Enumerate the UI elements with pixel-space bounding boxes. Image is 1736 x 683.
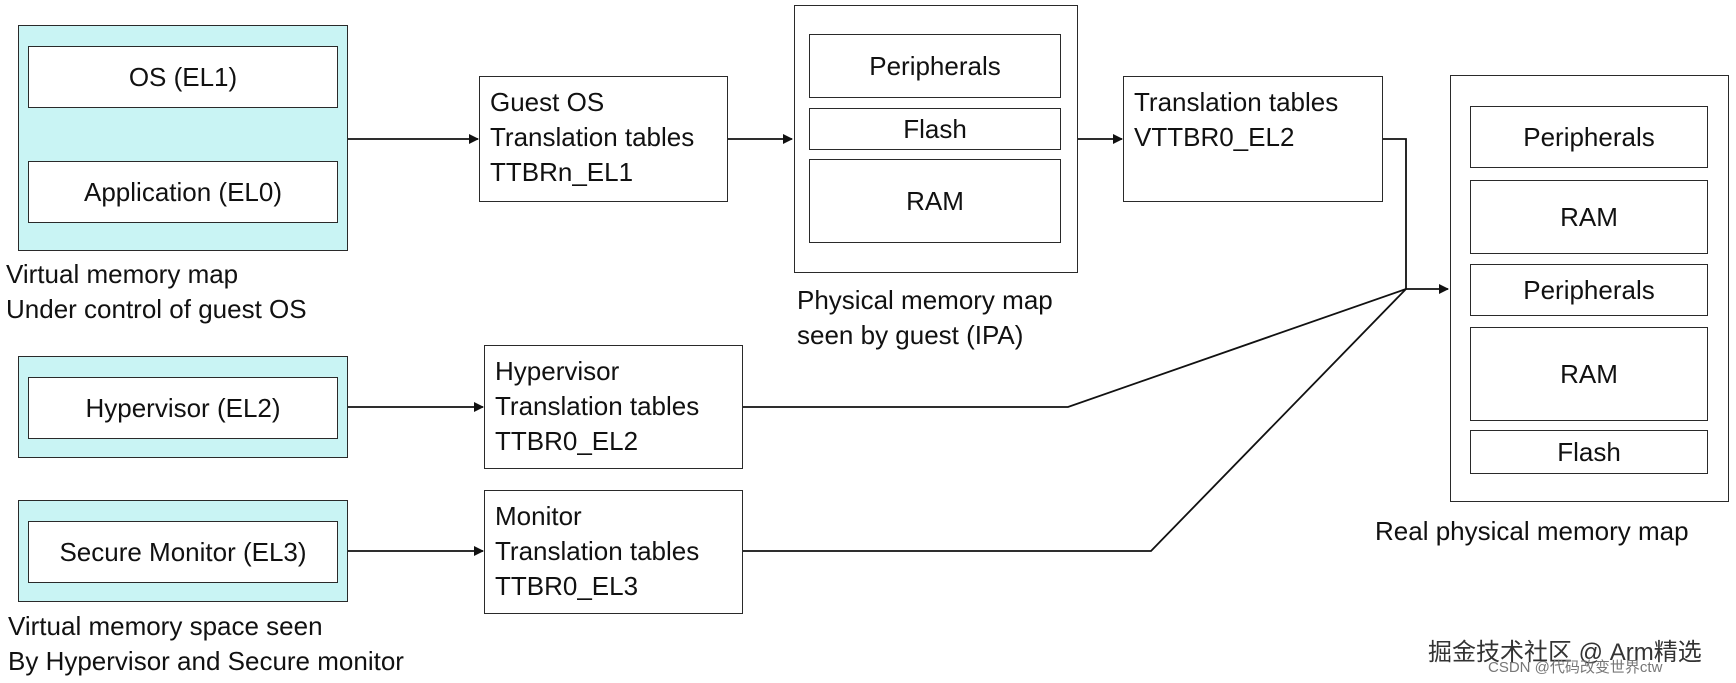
- guest-virtual-caption: Virtual memory map Under control of gues…: [6, 257, 307, 327]
- tables-line: Translation tables: [1134, 87, 1339, 117]
- tables-line: Translation tables: [495, 536, 700, 566]
- tables-line: TTBR0_EL2: [495, 426, 639, 456]
- line-mon-tables-to-junction: [743, 288, 1407, 552]
- tables-line: TTBRn_EL1: [490, 157, 634, 187]
- guest-virtual-map: OS (EL1) Application (EL0): [18, 25, 348, 251]
- real-peripherals-box: Peripherals: [1470, 106, 1708, 168]
- monitor-virtual-map: Secure Monitor (EL3): [18, 500, 348, 602]
- real-flash-box: Flash: [1470, 430, 1708, 474]
- tables-line: Guest OS: [490, 87, 605, 117]
- watermark-sub: CSDN @代码改变世界ctw: [1488, 659, 1663, 676]
- hypervisor-translation-tables: Hypervisor Translation tables TTBR0_EL2: [484, 345, 743, 469]
- caption-line: seen by guest (IPA): [797, 320, 1024, 350]
- real-item-label: Peripherals: [1523, 274, 1655, 305]
- real-physical-memory-map: Peripherals RAM Peripherals RAM Flash: [1450, 75, 1729, 502]
- ipa-item-label: RAM: [906, 185, 964, 216]
- guest-os-translation-tables: Guest OS Translation tables TTBRn_EL1: [479, 76, 728, 202]
- tables-line: Hypervisor: [495, 356, 620, 386]
- caption-line: Physical memory map: [797, 285, 1053, 315]
- os-el1-box: OS (EL1): [28, 46, 338, 108]
- real-peripherals-box: Peripherals: [1470, 264, 1708, 316]
- tables-line: Translation tables: [495, 391, 700, 421]
- ipa-peripherals-box: Peripherals: [809, 34, 1061, 98]
- monitor-translation-tables: Monitor Translation tables TTBR0_EL3: [484, 490, 743, 614]
- monitor-caption: Virtual memory space seen By Hypervisor …: [8, 609, 404, 679]
- ipa-item-label: Peripherals: [869, 50, 1001, 81]
- tables-line: Translation tables: [490, 122, 695, 152]
- ipa-ram-box: RAM: [809, 159, 1061, 243]
- real-map-caption: Real physical memory map: [1375, 516, 1689, 546]
- line-hyp-tables-to-junction: [743, 288, 1407, 408]
- os-el1-label: OS (EL1): [128, 61, 238, 92]
- real-item-label: Flash: [1557, 436, 1621, 467]
- hypervisor-el2-box: Hypervisor (EL2): [28, 377, 338, 439]
- ipa-caption: Physical memory map seen by guest (IPA): [797, 283, 1053, 353]
- application-el0-box: Application (EL0): [28, 161, 338, 223]
- tables-line: Monitor: [495, 501, 582, 531]
- real-ram-box: RAM: [1470, 180, 1708, 254]
- watermark-main: 掘金技术社区 @ Arm精选: [1428, 639, 1702, 666]
- stage2-translation-tables: Translation tables VTTBR0_EL2: [1123, 76, 1383, 202]
- ipa-memory-map: Peripherals Flash RAM: [794, 5, 1078, 273]
- ipa-item-label: Flash: [903, 113, 967, 144]
- hypervisor-el2-label: Hypervisor (EL2): [85, 392, 281, 423]
- real-item-label: RAM: [1560, 201, 1618, 232]
- secure-monitor-el3-box: Secure Monitor (EL3): [28, 521, 338, 583]
- caption-line: By Hypervisor and Secure monitor: [8, 646, 404, 676]
- real-ram-box: RAM: [1470, 327, 1708, 421]
- line-stage2-to-junction: [1382, 138, 1407, 289]
- tables-line: TTBR0_EL3: [495, 571, 639, 601]
- caption-line: Under control of guest OS: [6, 294, 307, 324]
- tables-line: VTTBR0_EL2: [1134, 122, 1295, 152]
- hypervisor-virtual-map: Hypervisor (EL2): [18, 356, 348, 458]
- application-el0-label: Application (EL0): [84, 176, 282, 207]
- secure-monitor-el3-label: Secure Monitor (EL3): [59, 536, 307, 567]
- caption-line: Virtual memory space seen: [8, 611, 323, 641]
- ipa-flash-box: Flash: [809, 108, 1061, 150]
- caption-line: Virtual memory map: [6, 259, 239, 289]
- real-item-label: Peripherals: [1523, 121, 1655, 152]
- real-item-label: RAM: [1560, 358, 1618, 389]
